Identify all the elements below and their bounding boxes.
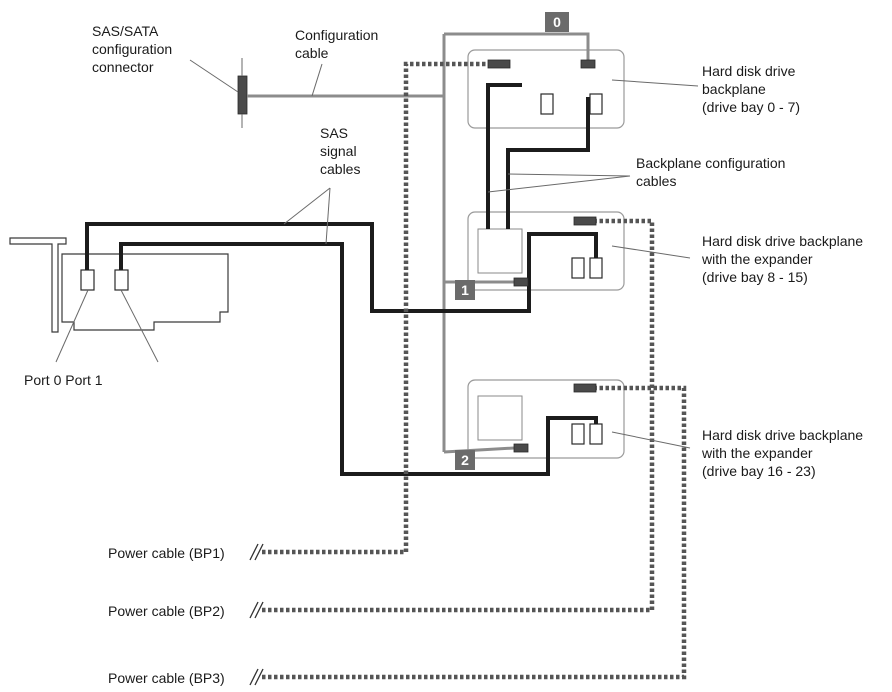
sas-adapter-bracket (9, 237, 67, 333)
sas-adapter-card (61, 253, 229, 331)
cable-cut-mark-bp1 (249, 543, 264, 561)
badge-backplane-1-text: 1 (461, 282, 469, 298)
cable-cut-mark-bp2 (249, 601, 264, 619)
power-cable-bp1-line (262, 61, 488, 555)
expander-chip-bp2 (477, 395, 523, 441)
power-cable-bp3-line (262, 385, 687, 680)
sas-signal-cable-port0 (85, 222, 598, 313)
bp0-drive-connector (540, 93, 554, 115)
backplane-0-7-board (467, 49, 625, 129)
label-backplane-16-23: Hard disk drive backplane with the expan… (701, 427, 867, 479)
leader-port0 (55, 289, 89, 363)
label-power-cable-bp2: Power cable (BP2) (108, 603, 225, 619)
cable-cut-mark-bp3 (249, 668, 264, 686)
label-sas-signal-cables: SAS signal cables (320, 125, 360, 177)
sas-signal-cable-port1 (119, 242, 598, 476)
leader-bp0 (611, 79, 699, 87)
bp2-drive-connector (589, 423, 603, 445)
leader-sas-cable (283, 187, 331, 225)
port-0-connector (80, 269, 95, 291)
label-backplane-configuration-cables: Backplane configuration cables (636, 155, 789, 189)
label-backplane-0-7: Hard disk drive backplane (drive bay 0 -… (702, 63, 800, 115)
sas-sata-configuration-connector (237, 75, 248, 115)
port-1-connector (114, 269, 129, 291)
leader-bp2 (611, 431, 691, 449)
leader-bp1 (611, 245, 691, 259)
leader-connector (189, 59, 239, 93)
bp1-config-connector (513, 277, 529, 287)
bp2-drive-connector (571, 423, 585, 445)
bp1-drive-connector (589, 257, 603, 279)
leader-sas-cable (325, 187, 331, 245)
bp1-drive-connector (571, 257, 585, 279)
label-sas-sata-connector: SAS/SATA configuration connector (92, 23, 176, 75)
label-backplane-8-15: Hard disk drive backplane with the expan… (701, 233, 867, 285)
badge-backplane-0 (545, 12, 569, 32)
leader-bp-config (507, 173, 631, 177)
bp1-power-connector (573, 216, 597, 226)
backplane-configuration-cable (486, 83, 522, 229)
leader-config-cable (311, 63, 323, 97)
label-power-cable-bp1: Power cable (BP1) (108, 545, 225, 561)
bp0-power-connector (487, 59, 511, 69)
configuration-cable-bp0 (444, 32, 590, 60)
badge-backplane-2-text: 2 (461, 452, 469, 468)
bp2-power-connector (573, 383, 597, 393)
label-configuration-cable: Configuration cable (295, 27, 382, 61)
leader-port1 (120, 289, 159, 363)
leader-bp-config (487, 175, 631, 193)
power-cable-bp2-line (262, 218, 655, 613)
bp0-config-connector (580, 59, 596, 69)
bp2-config-connector (513, 443, 529, 453)
badge-backplane-2 (455, 450, 475, 470)
label-ports: Port 0 Port 1 (24, 372, 103, 388)
expander-chip-bp1 (477, 228, 523, 274)
bp0-drive-connector (589, 93, 603, 115)
badge-backplane-0-text: 0 (553, 14, 561, 30)
label-power-cable-bp3: Power cable (BP3) (108, 670, 225, 686)
badge-backplane-1 (455, 280, 475, 300)
